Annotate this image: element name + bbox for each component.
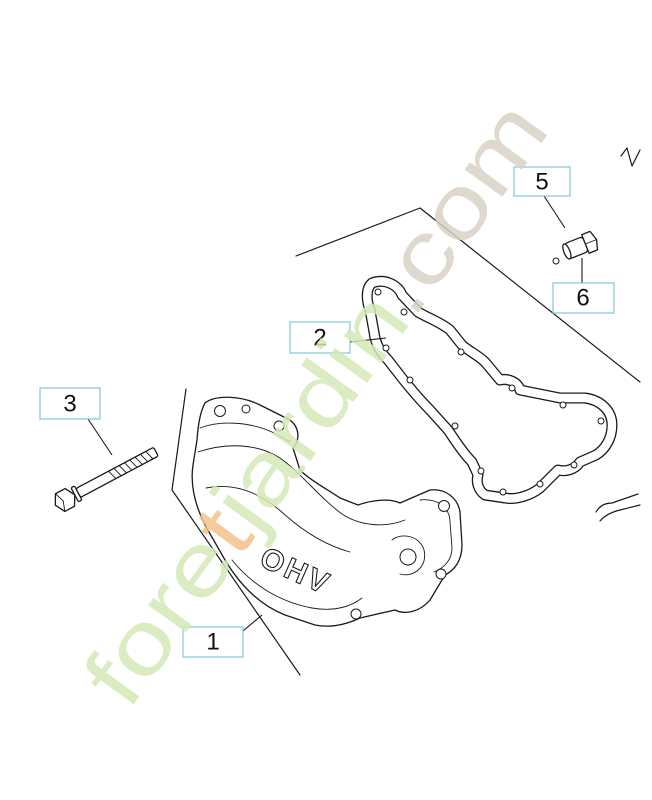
callout-2-highlighted[interactable]: 2 bbox=[289, 321, 351, 354]
callout-label: 3 bbox=[63, 391, 76, 418]
outline-top-edge bbox=[295, 207, 641, 383]
callout-label: 1 bbox=[206, 629, 219, 656]
callout-box[interactable] bbox=[552, 282, 615, 314]
leader-2 bbox=[349, 337, 387, 343]
callout-box[interactable] bbox=[513, 166, 571, 197]
callout-box-highlighted[interactable] bbox=[289, 321, 351, 354]
washer-part bbox=[552, 257, 560, 265]
callout-label: 5 bbox=[535, 169, 548, 196]
manifold-part: OHV bbox=[191, 396, 463, 627]
bolt-shank bbox=[75, 447, 159, 498]
fitting-part bbox=[552, 230, 599, 265]
manifold-bolt-holes bbox=[214, 404, 450, 620]
manifold-outline bbox=[191, 396, 463, 627]
manifold-flange-top bbox=[199, 422, 291, 443]
bolt-threads bbox=[108, 451, 154, 480]
callout-box[interactable] bbox=[39, 387, 101, 420]
callout-label: 2 bbox=[313, 325, 326, 352]
assembly-outline bbox=[171, 147, 641, 676]
manifold-ridge-upper bbox=[197, 445, 406, 526]
gasket-bolt-holes bbox=[374, 288, 605, 496]
bolt-part bbox=[54, 447, 159, 513]
outline-right-fragment bbox=[595, 493, 641, 522]
watermark-segment: .com bbox=[348, 82, 567, 331]
outline-left-edge bbox=[171, 388, 301, 676]
manifold-ridge-lower bbox=[205, 486, 351, 553]
leader-3 bbox=[87, 418, 113, 456]
callout-box[interactable] bbox=[182, 626, 244, 658]
leader-5 bbox=[543, 195, 566, 229]
leader-1 bbox=[242, 614, 263, 632]
outline-top-right-fragment bbox=[620, 147, 641, 167]
gasket-part bbox=[361, 275, 618, 504]
leader-lines bbox=[87, 195, 583, 632]
manifold-port-rim bbox=[391, 535, 426, 576]
gasket-inner bbox=[363, 277, 617, 503]
callout-3[interactable]: 3 bbox=[39, 387, 101, 420]
callout-label: 6 bbox=[576, 285, 589, 312]
callout-6[interactable]: 6 bbox=[552, 282, 615, 314]
callout-5[interactable]: 5 bbox=[513, 166, 571, 197]
fitting-face bbox=[562, 243, 572, 260]
callout-1[interactable]: 1 bbox=[182, 626, 244, 658]
manifold-body-curve bbox=[231, 559, 363, 610]
manifold-flange-right bbox=[419, 499, 453, 573]
